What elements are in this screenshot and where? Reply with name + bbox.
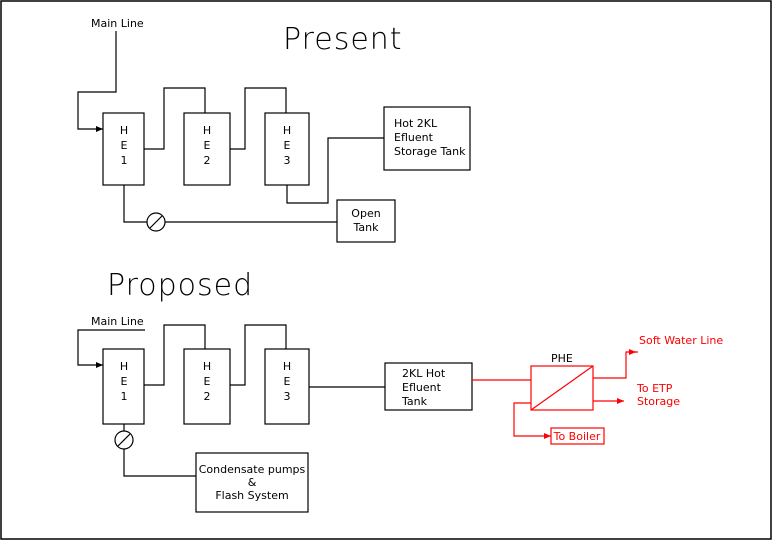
present-he3-box xyxy=(264,112,310,186)
present-storage-tank-box xyxy=(383,106,471,171)
proposed-hot-tank-box xyxy=(384,362,473,411)
present-he1-he2-pipe xyxy=(144,87,206,150)
proposed-he2-label-2: E xyxy=(204,375,211,388)
present-he1-label-2: E xyxy=(121,139,128,152)
proposed-main-line-label: Main Line xyxy=(91,315,144,328)
proposed-title: Proposed xyxy=(107,268,253,303)
proposed-he2-he3-pipe xyxy=(230,324,287,386)
proposed-he3-box xyxy=(264,348,310,425)
condensate-label-1: Condensate pumps xyxy=(199,463,306,476)
boiler-pipe xyxy=(513,402,551,439)
present-valve-slash xyxy=(149,215,163,229)
present-open-tank-label-1: Open xyxy=(351,207,380,220)
present-storage-tank-label-3: Storage Tank xyxy=(394,145,466,158)
proposed-he1-box xyxy=(102,348,145,425)
proposed-he2-box xyxy=(183,348,231,425)
proposed-hot-tank-label-3: Tank xyxy=(401,395,428,408)
proposed-he1-label-1: H xyxy=(120,360,128,373)
present-he1-label-3: 1 xyxy=(121,154,128,167)
present-storage-tank-label-2: Efluent xyxy=(394,131,434,144)
present-title: Present xyxy=(283,22,403,57)
proposed-he3-label-1: H xyxy=(283,360,291,373)
present-he1-valve-pipe xyxy=(123,185,147,223)
present-he1-label-1: H xyxy=(120,124,128,137)
to-boiler-label: To Boiler xyxy=(553,430,601,443)
proposed-he1-label-3: 1 xyxy=(121,390,128,403)
proposed-valve-slash xyxy=(117,433,131,447)
proposed-hot-tank-label-2: Efluent xyxy=(402,381,442,394)
proposed-he2-label-1: H xyxy=(203,360,211,373)
present-he2-label-3: 2 xyxy=(204,154,211,167)
proposed-hot-tank-label-1: 2KL Hot xyxy=(402,367,446,380)
soft-water-pipe xyxy=(593,351,638,379)
present-storage-tank-label-1: Hot 2KL xyxy=(394,117,438,130)
to-boiler-box xyxy=(550,427,605,445)
present-he1-box xyxy=(102,112,145,186)
present-he3-storage-pipe xyxy=(286,137,384,204)
condensate-box xyxy=(195,452,309,513)
proposed-he3-label-2: E xyxy=(284,375,291,388)
present-he2-label-2: E xyxy=(204,139,211,152)
present-open-tank-label-2: Tank xyxy=(353,221,380,234)
phe-label: PHE xyxy=(551,352,573,365)
present-he2-label-1: H xyxy=(203,124,211,137)
proposed-he2-label-3: 2 xyxy=(204,390,211,403)
proposed-he3-label-3: 3 xyxy=(284,390,291,403)
proposed-he1-label-2: E xyxy=(121,375,128,388)
present-open-tank-box xyxy=(336,199,396,243)
present-he3-label-3: 3 xyxy=(284,154,291,167)
present-he3-label-1: H xyxy=(283,124,291,137)
present-he2-he3-pipe xyxy=(230,87,287,150)
condensate-label-3: Flash System xyxy=(215,489,288,502)
proposed-valve-condensate-pipe xyxy=(123,449,196,477)
present-he3-label-2: E xyxy=(284,139,291,152)
phe-diagonal xyxy=(530,365,594,411)
proposed-main-line-pipe xyxy=(77,329,145,368)
present-main-line-label: Main Line xyxy=(91,17,144,30)
present-main-line-pipe xyxy=(77,31,117,132)
proposed-he1-he2-pipe xyxy=(144,324,206,386)
condensate-label-2: & xyxy=(248,476,257,489)
to-etp-label-1: To ETP xyxy=(636,382,673,395)
to-etp-label-2: Storage xyxy=(637,395,680,408)
soft-water-line-label: Soft Water Line xyxy=(639,334,723,347)
